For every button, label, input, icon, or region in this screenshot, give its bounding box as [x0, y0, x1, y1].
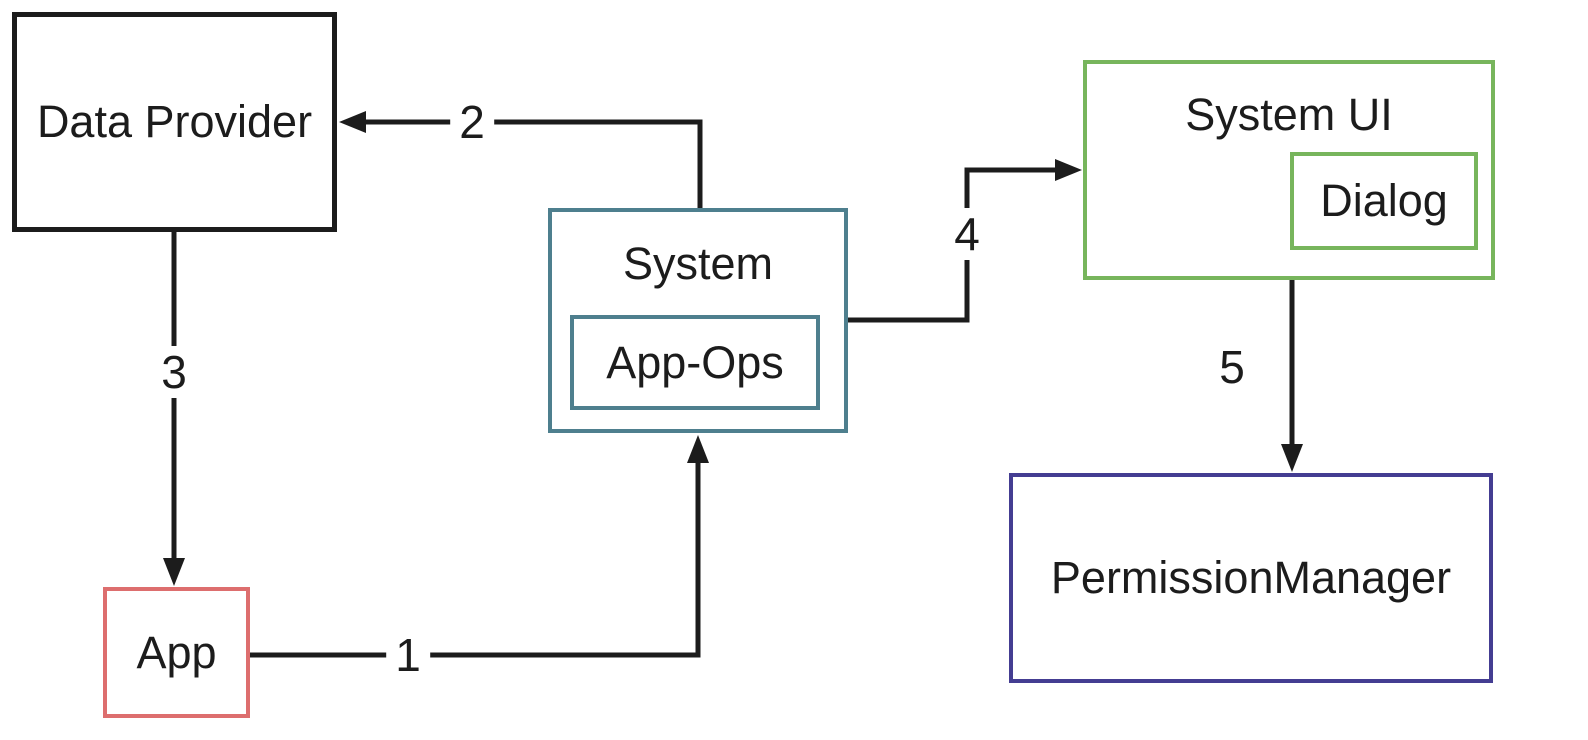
arrow-system-ui-to-permission-manager: [1281, 280, 1303, 472]
app-ops-label: App-Ops: [606, 336, 784, 388]
arrow-system-to-data-provider: [339, 111, 703, 208]
data-provider-box: Data Provider: [12, 12, 337, 232]
arrow-app-to-system: [250, 435, 709, 658]
app-box: App: [103, 587, 250, 718]
app-label: App: [136, 626, 217, 678]
data-provider-label: Data Provider: [36, 96, 313, 147]
system-label: System: [622, 238, 774, 289]
step-3-label: 3: [152, 346, 196, 398]
dialog-box: Dialog: [1290, 152, 1478, 250]
step-1-label: 1: [386, 629, 430, 681]
arrow-data-provider-to-app: [163, 232, 185, 586]
permission-manager-label: PermissionManager: [1050, 552, 1452, 603]
app-ops-box: App-Ops: [570, 315, 820, 410]
step-2-label: 2: [450, 96, 494, 148]
step-5-label: 5: [1210, 341, 1254, 393]
step-4-label: 4: [945, 208, 989, 260]
dialog-label: Dialog: [1320, 175, 1448, 226]
permission-manager-box: PermissionManager: [1009, 473, 1493, 683]
system-ui-label: System UI: [1185, 89, 1393, 140]
